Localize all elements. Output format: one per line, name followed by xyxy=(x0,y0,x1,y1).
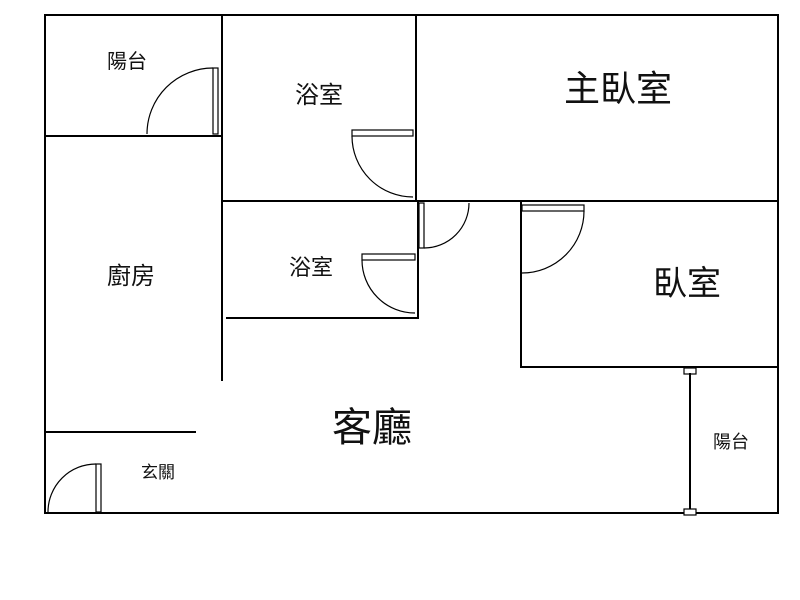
door-bedroom xyxy=(521,204,585,274)
label-bathroom-upper: 浴室 xyxy=(295,81,343,109)
label-bedroom: 臥室 xyxy=(653,264,721,304)
label-balcony-top-left: 陽台 xyxy=(107,49,147,73)
door-bathroom-lower xyxy=(361,253,416,314)
balcony-sliding-partition xyxy=(683,367,697,516)
label-balcony-right: 陽台 xyxy=(713,432,749,453)
interior-walls xyxy=(44,14,779,433)
label-bathroom-lower: 浴室 xyxy=(289,256,333,281)
door-balcony-top-left xyxy=(146,67,219,135)
label-living-room: 客廳 xyxy=(332,405,412,451)
label-master-bedroom: 主臥室 xyxy=(564,69,672,110)
door-hall-opening xyxy=(418,202,470,249)
label-entrance: 玄關 xyxy=(141,463,175,483)
label-kitchen: 廚房 xyxy=(107,262,155,290)
room-labels: 陽台 浴室 主臥室 廚房 浴室 臥室 客廳 陽台 玄關 xyxy=(107,49,749,483)
door-bathroom-upper xyxy=(351,129,414,198)
door-entrance xyxy=(47,463,102,513)
outer-walls xyxy=(44,14,779,514)
